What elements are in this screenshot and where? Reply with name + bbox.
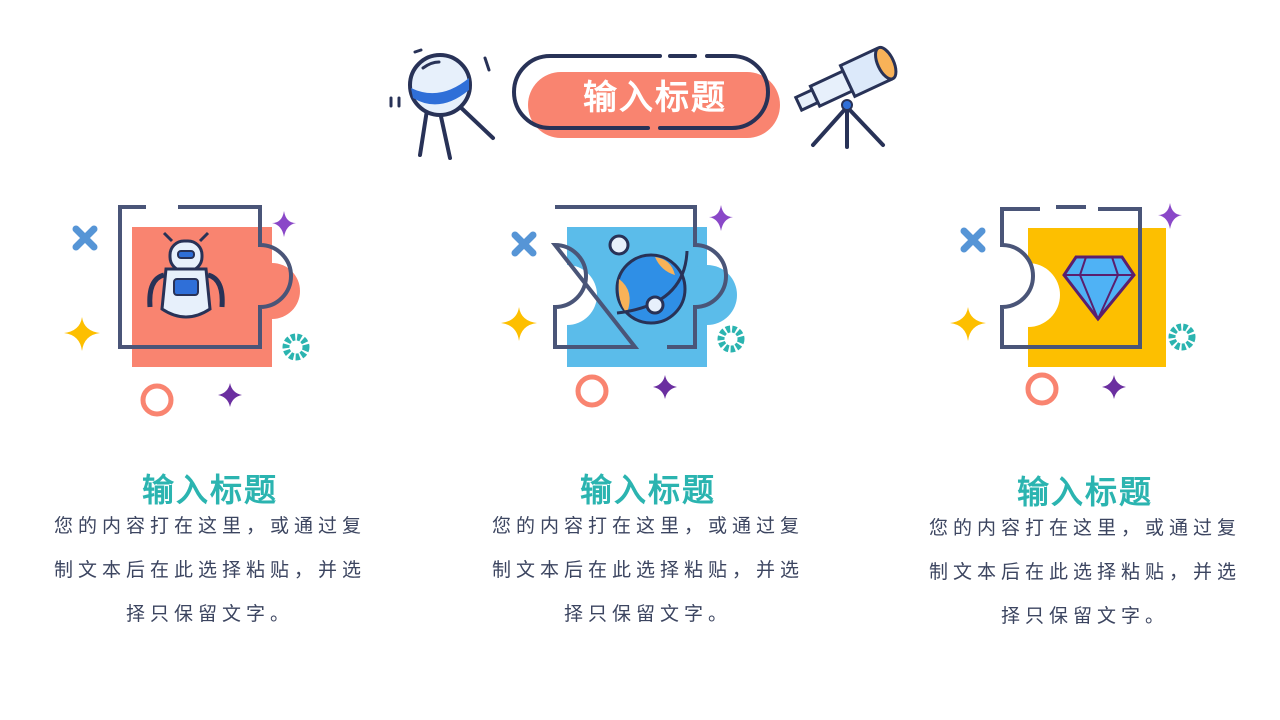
robot-illustration	[64, 205, 310, 417]
card-2-body: 您的内容打在这里，或通过复制文本后在此选择粘贴，并选择只保留文字。	[491, 515, 804, 625]
diamond-illustration	[950, 203, 1196, 406]
diamond-icon	[1062, 255, 1136, 322]
planet-icon	[608, 234, 689, 325]
card-3-title: 输入标题	[1016, 473, 1153, 511]
telescope-icon	[793, 45, 898, 149]
card-1-body: 您的内容打在这里，或通过复制文本后在此选择粘贴，并选择只保留文字。	[53, 515, 366, 625]
header-pill-outline	[512, 54, 770, 130]
header-title: 输入标题	[583, 78, 727, 118]
card-3-body: 您的内容打在这里，或通过复制文本后在此选择粘贴，并选择只保留文字。	[928, 517, 1241, 627]
card-1-title: 输入标题	[141, 471, 278, 509]
satellite-icon	[389, 48, 495, 160]
planet-illustration	[501, 205, 745, 408]
card-2-title: 输入标题	[579, 471, 716, 509]
robot-icon	[147, 231, 225, 319]
